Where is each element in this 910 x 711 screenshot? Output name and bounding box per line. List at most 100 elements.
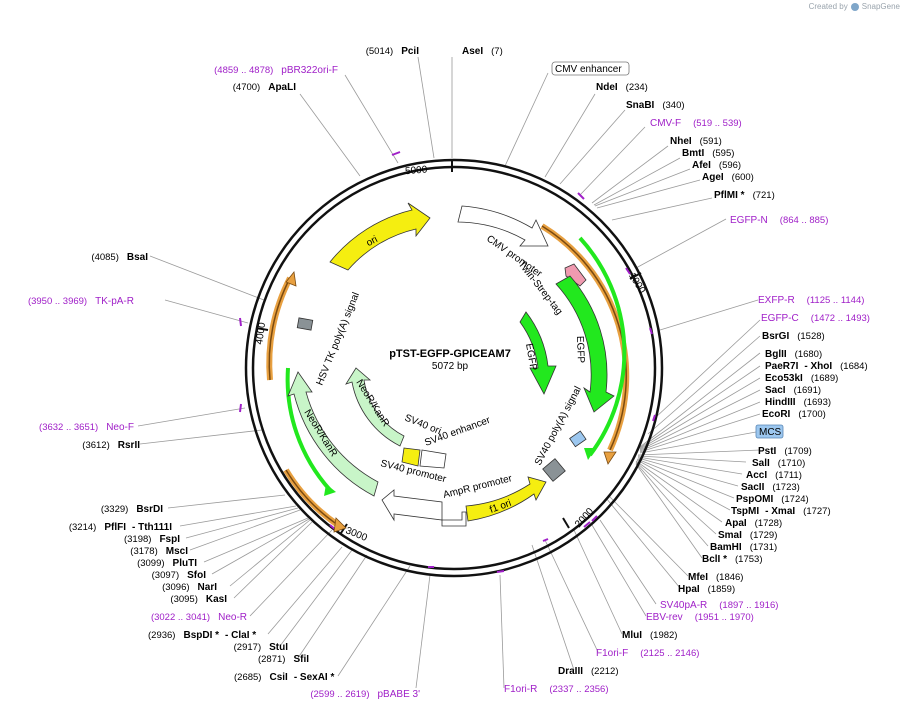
hsv-tk-polya-box bbox=[296, 317, 314, 331]
ruler-3000: 3000 bbox=[344, 525, 369, 544]
sv40-promoter-arrow bbox=[381, 489, 443, 522]
svg-text:(3097)SfoI: (3097)SfoI bbox=[152, 570, 207, 581]
egfp-outer-arrow bbox=[555, 275, 615, 413]
snapgene-credit: Created by SnapGene bbox=[809, 2, 900, 11]
svg-text:(2871)SfiI: (2871)SfiI bbox=[258, 654, 309, 665]
svg-text:(3099)PluTI: (3099)PluTI bbox=[137, 558, 197, 569]
svg-text:EGFP-C(1472 .. 1493): EGFP-C(1472 .. 1493) bbox=[761, 313, 870, 324]
ruler-4000: 4000 bbox=[254, 321, 268, 345]
feature-shapes bbox=[287, 202, 615, 527]
neor-inner-arrow bbox=[345, 367, 405, 447]
ruler-1000: 1000 bbox=[626, 271, 647, 296]
svg-text:PaeR7I- XhoI(1684): PaeR7I- XhoI(1684) bbox=[765, 361, 868, 372]
cmv-enhancer-tag: CMV enhancer bbox=[551, 61, 630, 76]
svg-text:SacI(1691): SacI(1691) bbox=[765, 385, 821, 396]
label-neor-outer: NeoR/KanR bbox=[301, 408, 339, 459]
svg-text:PspOMI(1724): PspOMI(1724) bbox=[736, 494, 809, 505]
svg-text:SalI(1710): SalI(1710) bbox=[752, 458, 805, 469]
svg-text:MCS: MCS bbox=[759, 427, 782, 438]
svg-text:EcoRI(1700): EcoRI(1700) bbox=[762, 409, 826, 420]
svg-text:(3632 .. 3651)Neo-F: (3632 .. 3651)Neo-F bbox=[39, 422, 134, 433]
svg-text:CMV enhancer: CMV enhancer bbox=[555, 64, 622, 75]
backbone bbox=[244, 158, 664, 578]
ori-arrow bbox=[329, 202, 431, 271]
sv40-ori-box bbox=[401, 447, 421, 467]
svg-text:HindIII(1693): HindIII(1693) bbox=[765, 397, 831, 408]
plasmid-name: pTST-EGFP-GPICEAM7 bbox=[389, 348, 511, 360]
f1-ori-arrow bbox=[465, 476, 547, 522]
neor-outer-arrow bbox=[287, 371, 379, 497]
svg-text:DraIII(2212): DraIII(2212) bbox=[558, 666, 618, 677]
svg-text:(3198)FspI: (3198)FspI bbox=[124, 534, 180, 545]
svg-text:BclI *(1753): BclI *(1753) bbox=[702, 554, 762, 565]
label-egfp-outer: EGFP bbox=[574, 336, 586, 364]
svg-text:AseI(7): AseI(7) bbox=[462, 46, 503, 57]
svg-text:AgeI(600): AgeI(600) bbox=[702, 172, 754, 183]
svg-text:EGFP-N(864 .. 885): EGFP-N(864 .. 885) bbox=[730, 215, 828, 226]
snapgene-logo-icon bbox=[850, 2, 859, 11]
sv40-enhancer-box bbox=[419, 449, 447, 469]
svg-text:SmaI(1729): SmaI(1729) bbox=[718, 530, 777, 541]
svg-text:SnaBI(340): SnaBI(340) bbox=[626, 100, 685, 111]
svg-text:BglII(1680): BglII(1680) bbox=[765, 349, 822, 360]
snapgene-brand-text: SnapGene bbox=[861, 2, 900, 11]
svg-text:(3612)RsrII: (3612)RsrII bbox=[82, 440, 140, 451]
svg-text:(4700)ApaLI: (4700)ApaLI bbox=[233, 82, 296, 93]
sites-right: AseI(7) NdeI(234) SnaBI(340) NheI(591) B… bbox=[462, 46, 868, 677]
svg-text:(3178)MscI: (3178)MscI bbox=[130, 546, 188, 557]
primer-marks bbox=[239, 151, 656, 573]
svg-text:(2685)CsiI- SexAI *: (2685)CsiI- SexAI * bbox=[234, 672, 334, 683]
svg-text:AccI(1711): AccI(1711) bbox=[746, 470, 802, 481]
svg-text:HpaI(1859): HpaI(1859) bbox=[678, 584, 735, 595]
svg-text:MfeI(1846): MfeI(1846) bbox=[688, 572, 743, 583]
svg-text:NheI(591): NheI(591) bbox=[670, 136, 722, 147]
label-sv40-polya: SV40 poly(A) signal bbox=[533, 385, 584, 468]
svg-text:TspMI- XmaI(1727): TspMI- XmaI(1727) bbox=[731, 506, 831, 517]
sites-left: (5014)PciI (4700)ApaLI (4085)BsaI (3612)… bbox=[69, 46, 419, 683]
svg-text:(2917)StuI: (2917)StuI bbox=[234, 642, 289, 653]
svg-text:(3214)PflFI- Tth111I: (3214)PflFI- Tth111I bbox=[69, 522, 172, 533]
svg-text:SacII(1723): SacII(1723) bbox=[741, 482, 800, 493]
svg-text:(3950 .. 3969)TK-pA-R: (3950 .. 3969)TK-pA-R bbox=[28, 296, 134, 307]
svg-text:(3096)NarI: (3096)NarI bbox=[162, 582, 217, 593]
orf-arcs bbox=[266, 223, 630, 528]
svg-text:(3329)BsrDI: (3329)BsrDI bbox=[101, 504, 163, 515]
svg-text:CMV-F(519 .. 539): CMV-F(519 .. 539) bbox=[650, 118, 742, 129]
svg-text:(4085)BsaI: (4085)BsaI bbox=[91, 252, 148, 263]
svg-text:Eco53kI(1689): Eco53kI(1689) bbox=[765, 373, 838, 384]
svg-text:F1ori-R(2337 .. 2356): F1ori-R(2337 .. 2356) bbox=[504, 684, 609, 695]
svg-text:(5014)PciI: (5014)PciI bbox=[366, 46, 419, 57]
svg-text:BsrGI(1528): BsrGI(1528) bbox=[762, 331, 825, 342]
label-ori: ori bbox=[365, 234, 380, 249]
twin-strep-tag-shape bbox=[564, 263, 587, 287]
orf-arrowheads bbox=[285, 271, 617, 533]
sv40-polya-box bbox=[542, 458, 566, 482]
svg-text:(2936)BspDI *- ClaI *: (2936)BspDI *- ClaI * bbox=[148, 630, 256, 641]
svg-text:EXFP-R(1125 .. 1144): EXFP-R(1125 .. 1144) bbox=[758, 295, 864, 306]
svg-text:BmtI(595): BmtI(595) bbox=[682, 148, 734, 159]
label-egfp-inner: EGFP bbox=[523, 343, 539, 372]
mcs-tag: MCS bbox=[755, 424, 784, 439]
svg-text:(2599 .. 2619)pBABE 3': (2599 .. 2619)pBABE 3' bbox=[310, 689, 420, 700]
svg-text:(3095)KasI: (3095)KasI bbox=[170, 594, 227, 605]
created-by-text: Created by bbox=[808, 2, 848, 11]
mcs-box bbox=[569, 430, 587, 448]
egfp-inner-arrow bbox=[519, 311, 557, 395]
primer-labels: (4859 .. 4878)pBR322ori-F CMV-F(519 .. 5… bbox=[28, 65, 870, 700]
svg-text:PflMI *(721): PflMI *(721) bbox=[714, 190, 775, 201]
svg-text:(3022 .. 3041)Neo-R: (3022 .. 3041)Neo-R bbox=[151, 612, 247, 623]
svg-text:F1ori-F(2125 .. 2146): F1ori-F(2125 .. 2146) bbox=[596, 648, 699, 659]
svg-text:(4859 .. 4878)pBR322ori-F: (4859 .. 4878)pBR322ori-F bbox=[214, 65, 338, 76]
ampr-promoter-arrow bbox=[441, 511, 467, 527]
svg-text:NdeI(234): NdeI(234) bbox=[596, 82, 648, 93]
cmv-promoter-arrow bbox=[457, 205, 549, 247]
svg-text:BamHI(1731): BamHI(1731) bbox=[710, 542, 777, 553]
svg-text:EBV-rev(1951 .. 1970): EBV-rev(1951 .. 1970) bbox=[646, 612, 754, 623]
svg-text:SV40pA-R(1897 .. 1916): SV40pA-R(1897 .. 1916) bbox=[660, 600, 778, 611]
label-ampr-promoter: AmpR promoter bbox=[442, 473, 514, 501]
svg-text:ApaI(1728): ApaI(1728) bbox=[725, 518, 782, 529]
svg-text:MluI(1982): MluI(1982) bbox=[622, 630, 677, 641]
svg-text:PstI(1709): PstI(1709) bbox=[758, 446, 812, 457]
ruler-5000: 5000 bbox=[405, 164, 429, 177]
